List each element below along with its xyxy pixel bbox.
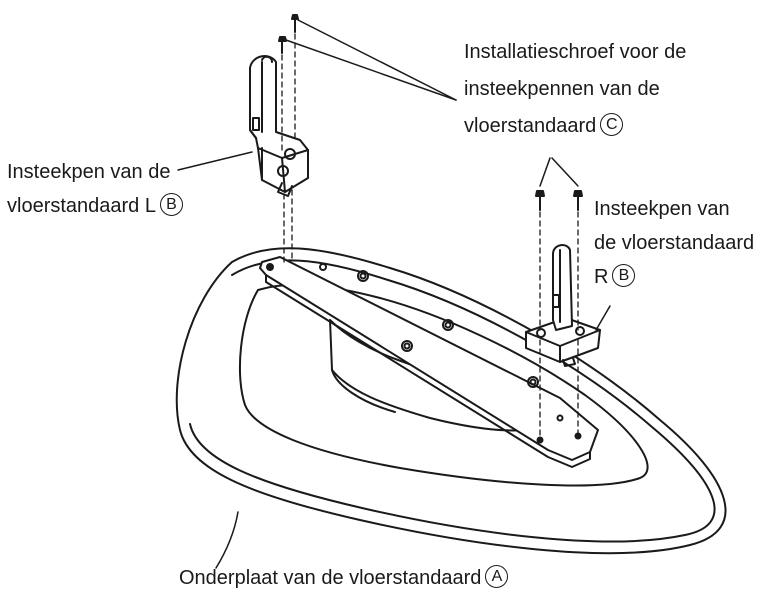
pin-left-label-line1: Insteekpen van de [7, 161, 171, 183]
base-label-text: Onderplaat van de vloerstandaard [179, 567, 482, 589]
pin-right-label-line1: Insteekpen van [594, 198, 730, 220]
pin-right-label-line3: R [594, 266, 609, 288]
bracket-plate [259, 256, 599, 468]
screw-label: Installatieschroef voor de insteekpennen… [464, 40, 686, 138]
marker-b-right-icon: B [612, 264, 636, 288]
pin-left-label-line2: vloerstandaard L [7, 195, 156, 217]
marker-a-icon: A [485, 565, 509, 589]
marker-c-icon: C [600, 113, 624, 137]
screws [278, 14, 583, 211]
pin-left [249, 55, 309, 197]
leader-lines [177, 19, 611, 569]
pin-right [525, 244, 601, 367]
guide-lines [281, 33, 579, 439]
pin-right-label-line2: de vloerstandaard [594, 232, 755, 254]
screw-label-line2: insteekpennen van de [464, 78, 660, 100]
screw-label-line3: vloerstandaard [464, 115, 597, 137]
base-plate [175, 247, 727, 555]
screw-label-line1: Installatieschroef voor de [464, 41, 687, 63]
marker-b-left-icon: B [159, 193, 183, 217]
